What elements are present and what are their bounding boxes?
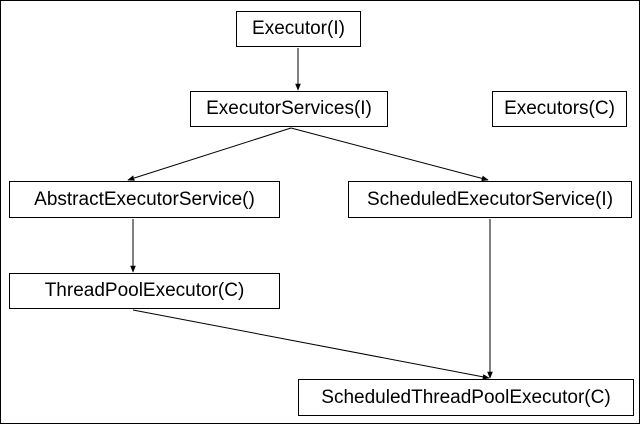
edge-thread-pool-executor-to-scheduled-thread-pool-executor <box>132 309 490 380</box>
node-executor-services: ExecutorServices(I) <box>190 91 388 127</box>
edge-executor-services-to-scheduled-executor-service <box>290 127 489 182</box>
node-thread-pool-executor: ThreadPoolExecutor(C) <box>9 273 280 309</box>
node-scheduled-executor-service: ScheduledExecutorService(I) <box>348 181 632 218</box>
node-executors: Executors(C) <box>492 91 627 127</box>
node-scheduled-thread-pool-executor: ScheduledThreadPoolExecutor(C) <box>298 379 634 416</box>
node-executor: Executor(I) <box>236 11 361 47</box>
node-abstract-executor-service: AbstractExecutorService() <box>9 181 280 218</box>
edge-executor-services-to-abstract-executor-service <box>127 127 292 181</box>
